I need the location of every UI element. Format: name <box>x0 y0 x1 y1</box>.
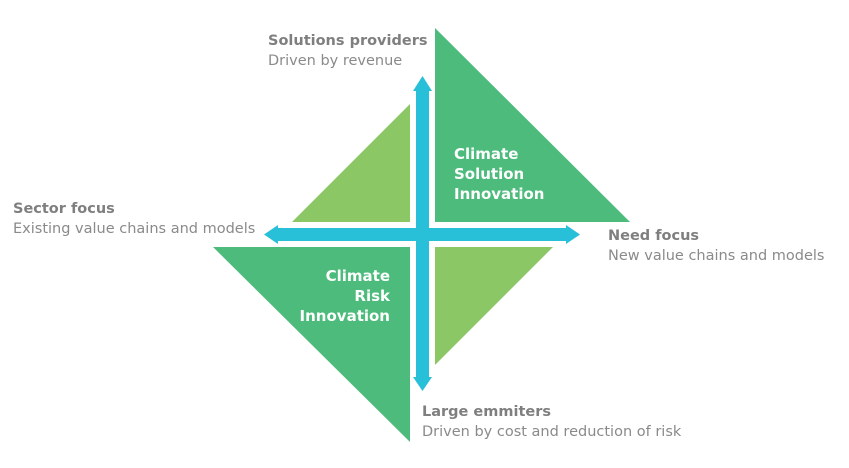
climate-risk-triangle <box>213 247 410 442</box>
left-axis-label: Sector focus Existing value chains and m… <box>13 199 255 239</box>
right-axis-subtitle: New value chains and models <box>608 248 825 264</box>
climate-solution-line-2: Solution <box>454 165 525 183</box>
top-left-triangle <box>292 104 410 222</box>
top-axis-label: Solutions providers Driven by revenue <box>268 31 427 71</box>
arrow-down-head <box>413 377 432 391</box>
bottom-axis-title: Large emmiters <box>422 404 552 420</box>
arrow-right-head <box>566 225 580 244</box>
horizontal-double-arrow <box>264 225 580 244</box>
climate-risk-line-3: Innovation <box>299 307 390 325</box>
arrow-left-head <box>264 225 278 244</box>
left-axis-subtitle: Existing value chains and models <box>13 221 256 237</box>
climate-risk-line-2: Risk <box>354 287 390 305</box>
top-axis-subtitle: Driven by revenue <box>268 53 403 69</box>
left-axis-title: Sector focus <box>13 201 115 217</box>
climate-solution-line-1: Climate <box>454 145 519 163</box>
bottom-axis-subtitle: Driven by cost and reduction of risk <box>422 424 682 440</box>
top-axis-title: Solutions providers <box>268 33 428 49</box>
climate-solution-label: Climate Solution Innovation <box>454 144 544 204</box>
climate-risk-label: Climate Risk Innovation <box>290 266 390 326</box>
bottom-right-triangle <box>435 247 553 365</box>
right-axis-label: Need focus New value chains and models <box>608 226 824 266</box>
right-axis-title: Need focus <box>608 228 700 244</box>
arrow-up-head <box>413 76 432 91</box>
climate-solution-line-3: Innovation <box>454 185 545 203</box>
bottom-axis-label: Large emmiters Driven by cost and reduct… <box>422 402 681 442</box>
climate-solution-triangle <box>435 28 630 222</box>
climate-risk-line-1: Climate <box>325 267 390 285</box>
